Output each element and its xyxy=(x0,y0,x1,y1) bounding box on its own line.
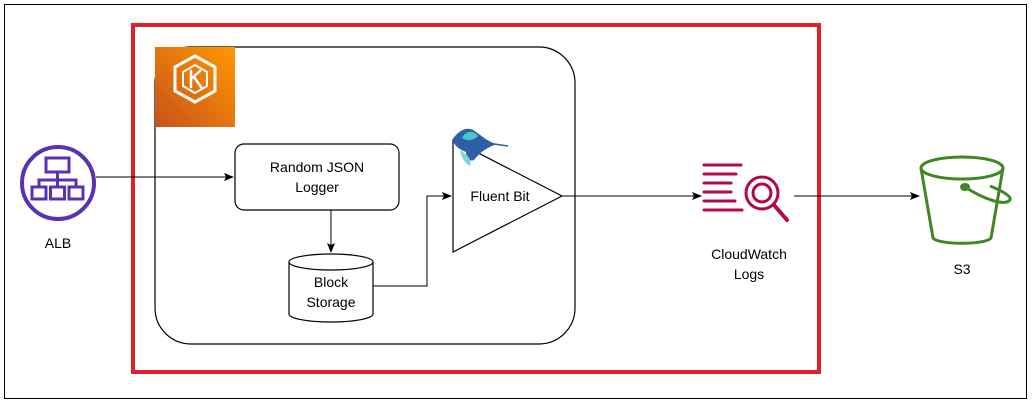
bucket-icon xyxy=(919,155,1012,245)
cloudwatch-logs-icon xyxy=(702,163,789,222)
block-storage-cylinder xyxy=(288,253,374,323)
kubernetes-icon xyxy=(155,47,235,127)
s3-label: S3 xyxy=(953,261,971,277)
edge-storage-fluentbit xyxy=(373,192,452,287)
storage-label: Block Storage xyxy=(306,274,356,310)
connectors xyxy=(96,173,920,287)
logger-box xyxy=(234,143,400,211)
alb-label: ALB xyxy=(44,235,72,251)
fluent-bit-triangle xyxy=(452,139,564,253)
fluentbit-label: Fluent Bit xyxy=(470,188,530,204)
cloudwatch-label: CloudWatch Logs xyxy=(711,246,787,282)
logger-label: Random JSON Logger xyxy=(269,159,365,195)
highlight-frame xyxy=(131,23,821,374)
load-balancer-icon xyxy=(20,145,96,221)
hummingbird-icon xyxy=(452,128,509,166)
